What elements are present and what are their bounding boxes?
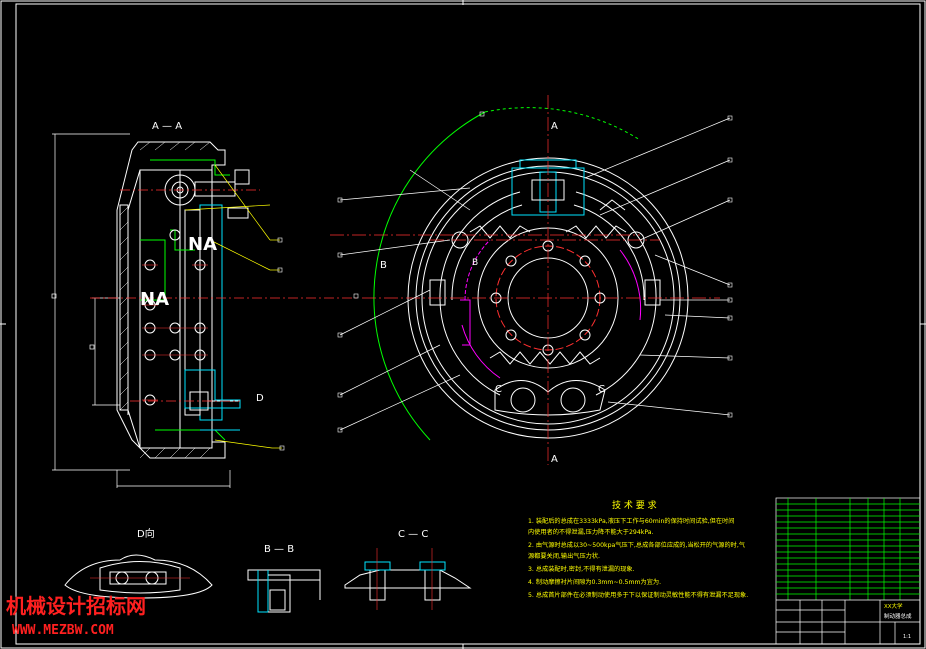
title-block-drawing-name: 制动器总成 [884,612,912,620]
tech-req-line: 5. 总成首片部件在必须制动使用多于下以保证制动灵敏性能不得有泄漏不足现象. [528,591,748,599]
na-mark-middle: NA [140,289,169,310]
watermark-logo-text: 机械设计招标网 [6,594,146,618]
tech-req-line: 内使用者的不得泄漏,压力降不能大于294kPa. [528,528,654,536]
view-d-marker: D [256,393,264,404]
tech-req-line: 3. 总成装配时,密封,不得有泄漏的现象. [528,565,635,573]
watermark-url: WWW.MEZBW.COM [12,623,114,638]
tech-req-title: 技 术 要 求 [612,499,657,511]
tech-req-line: 1. 装配后的总成在3333kPa,液压下工作与60min的保持时间试验,但在时… [528,517,734,525]
section-marker-a-bottom: A [551,454,558,465]
section-marker-c-left: C [495,384,502,395]
section-aa-label: A — A [152,121,182,132]
section-aa-view [51,133,360,488]
section-marker-b-small: B [472,258,478,268]
tech-req-lines: 1. 装配后的总成在3333kPa,液压下工作与60min的保持时间试验,但在时… [528,517,748,599]
tech-req-line: 4. 制动摩擦衬片间隙为0.3mm~0.5mm为宜为. [528,578,661,586]
section-cc-label: C — C [398,529,428,540]
view-d-label: D向 [137,527,155,540]
section-marker-b-left: B [380,260,387,271]
section-cc [344,548,472,610]
title-block-scale: 1:1 [903,634,911,640]
na-mark-top: NA [188,234,217,255]
parts-list-table [775,497,921,645]
section-marker-a-top: A [551,121,558,132]
front-view [330,95,733,465]
section-marker-c-right: C [598,384,605,395]
section-bb-label: B — B [264,544,294,555]
tech-req-line: 2. 由气源时总成以30~500kpa气压下,总成各部位应成的,当松开的气源的时… [528,541,745,549]
title-block-school: XX大学 [884,602,903,610]
tech-req-line: 源都要关闭,输出气压力状. [528,552,600,560]
section-bb [247,569,321,613]
view-d [64,554,213,599]
